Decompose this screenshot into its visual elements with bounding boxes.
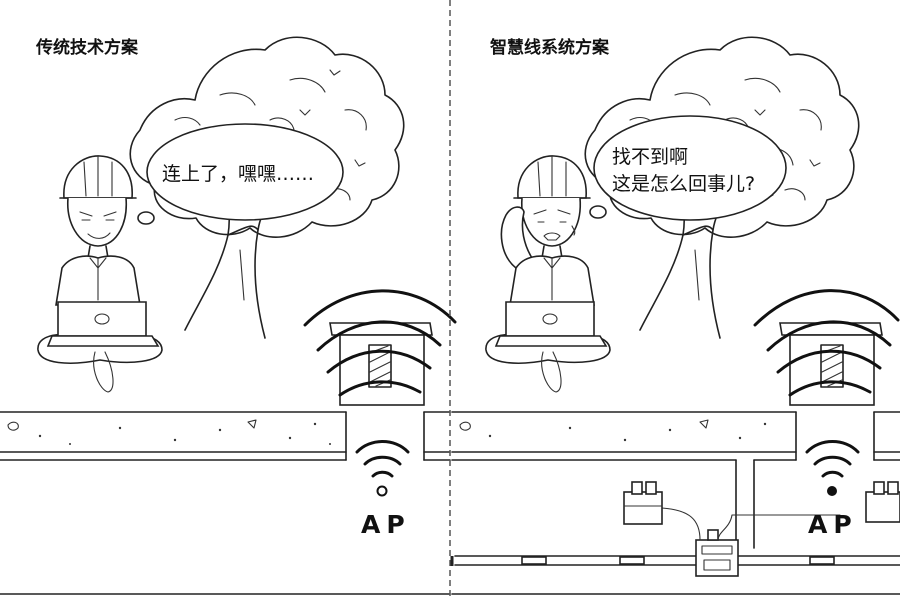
right-ap: AP	[805, 440, 860, 539]
right-panel: 智慧线系统方案	[450, 36, 900, 595]
left-road	[0, 411, 451, 595]
left-signal-arcs	[303, 289, 457, 397]
right-device	[865, 481, 900, 523]
right-signal-arcs	[753, 289, 900, 397]
controller-box	[661, 507, 841, 577]
right-road	[451, 411, 900, 595]
left-speech-bubble: 连上了，嘿嘿……	[137, 123, 344, 225]
left-panel: 传统技术方案	[0, 36, 457, 595]
left-device	[623, 481, 663, 525]
right-panel-title: 智慧线系统方案	[490, 37, 610, 58]
wifi-icon	[355, 440, 410, 497]
left-ap: AP	[355, 440, 411, 539]
confused-engineer	[485, 155, 611, 393]
happy-engineer	[37, 155, 163, 393]
right-speech-bubble: 找不到啊 这是怎么回事儿?	[589, 115, 787, 221]
left-panel-title: 传统技术方案	[35, 37, 139, 58]
left-ap-label: AP	[361, 510, 411, 539]
right-speech-text-line1: 找不到啊	[612, 146, 688, 168]
wifi-icon	[805, 440, 860, 496]
left-speech-text: 连上了，嘿嘿……	[162, 163, 314, 185]
right-speech-text-line2: 这是怎么回事儿?	[612, 173, 755, 195]
smart-line-cable	[450, 555, 900, 566]
right-ap-label: AP	[808, 510, 858, 539]
